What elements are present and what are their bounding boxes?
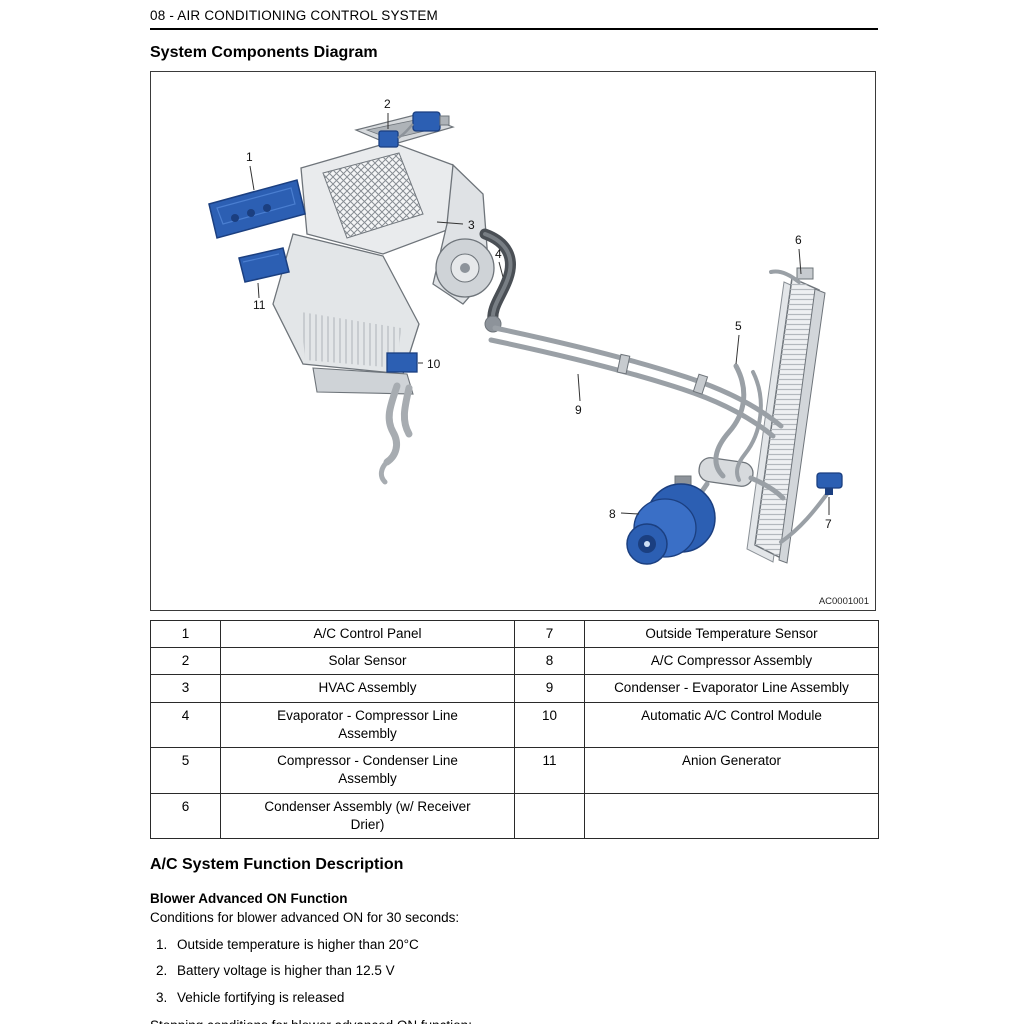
stopping-conditions-intro: Stopping conditions for blower advanced …	[150, 1016, 878, 1024]
table-row: 5 Compressor - Condenser Line Assembly 1…	[150, 747, 879, 794]
component-name: Anion Generator	[584, 747, 879, 794]
list-item: 2. Battery voltage is higher than 12.5 V	[150, 961, 878, 981]
callout-5: 5	[735, 319, 742, 333]
table-row: 3 HVAC Assembly 9 Condenser - Evaporator…	[150, 674, 879, 703]
component-number: 11	[514, 747, 585, 794]
list-item-text: Battery voltage is higher than 12.5 V	[177, 963, 395, 979]
callout-11: 11	[253, 298, 266, 312]
callout-2: 2	[384, 97, 391, 111]
component-number: 6	[150, 792, 221, 839]
list-item: 3. Vehicle fortifying is released	[150, 988, 878, 1008]
component-number: 8	[514, 647, 585, 676]
conditions-list: 1. Outside temperature is higher than 20…	[150, 935, 878, 1008]
diagram-illustration: 1 2 3 4 5 6 7 8 9	[208, 97, 869, 607]
system-components-diagram: 1 2 3 4 5 6 7 8 9	[150, 71, 876, 611]
component-number: 5	[150, 747, 221, 794]
callout-3: 3	[468, 218, 475, 232]
component-name: Evaporator - Compressor Line Assembly	[220, 701, 515, 749]
list-item-text: Vehicle fortifying is released	[177, 989, 345, 1005]
list-item-number: 2.	[156, 963, 168, 979]
component-name: Compressor - Condenser Line Assembly	[220, 747, 515, 794]
callout-6: 6	[795, 233, 802, 247]
list-item-number: 1.	[156, 936, 168, 952]
figure-code: AC0001001	[819, 596, 869, 607]
solar-sensor-illustration	[378, 111, 450, 148]
ac-compressor-illustration	[626, 475, 716, 565]
hvac-assembly-illustration	[272, 113, 495, 485]
callout-4: 4	[495, 247, 502, 261]
component-name: Solar Sensor	[220, 647, 515, 676]
component-number: 10	[514, 701, 585, 749]
callout-10: 10	[427, 357, 441, 371]
component-number: 1	[150, 619, 221, 649]
chapter-header: 08 - AIR CONDITIONING CONTROL SYSTEM	[150, 8, 878, 30]
component-name: A/C Control Panel	[220, 619, 515, 649]
ac-control-panel-illustration	[208, 179, 306, 239]
table-row: 2 Solar Sensor 8 A/C Compressor Assembly	[150, 647, 879, 676]
components-table: 1 A/C Control Panel 7 Outside Temperatur…	[150, 619, 879, 839]
list-item-text: Outside temperature is higher than 20°C	[177, 936, 419, 952]
list-item: 1. Outside temperature is higher than 20…	[150, 935, 878, 955]
component-name: Outside Temperature Sensor	[584, 619, 879, 649]
table-row: 1 A/C Control Panel 7 Outside Temperatur…	[150, 619, 879, 649]
page-content: 08 - AIR CONDITIONING CONTROL SYSTEM Sys…	[150, 0, 879, 1024]
ac-control-module-illustration	[386, 352, 418, 373]
section-title: System Components Diagram	[150, 44, 378, 61]
callout-7: 7	[825, 517, 832, 531]
refrigerant-lines-illustration	[479, 228, 829, 544]
component-number: 3	[150, 674, 221, 703]
component-name: Automatic A/C Control Module	[584, 701, 879, 749]
component-number: 9	[514, 674, 585, 703]
diagram-callouts: 1 2 3 4 5 6 7 8 9	[246, 97, 832, 531]
component-name: Condenser - Evaporator Line Assembly	[584, 674, 879, 703]
table-row: 4 Evaporator - Compressor Line Assembly …	[150, 701, 879, 749]
function-description-heading: A/C System Function Description	[150, 855, 404, 873]
callout-8: 8	[609, 507, 616, 521]
component-number: 2	[150, 647, 221, 676]
component-number: 7	[514, 619, 585, 649]
callout-9: 9	[575, 403, 582, 417]
list-item-number: 3.	[156, 989, 168, 1005]
component-name: Condenser Assembly (w/ Receiver Drier)	[220, 792, 515, 839]
component-number: 4	[150, 701, 221, 749]
conditions-intro: Conditions for blower advanced ON for 30…	[150, 909, 460, 925]
component-name: A/C Compressor Assembly	[584, 647, 879, 676]
component-name: HVAC Assembly	[220, 674, 515, 703]
outside-temp-sensor-illustration	[816, 472, 843, 495]
table-row: 6 Condenser Assembly (w/ Receiver Drier)	[150, 792, 879, 839]
callout-1: 1	[246, 150, 253, 164]
anion-generator-illustration	[238, 247, 290, 283]
component-name	[584, 792, 879, 839]
blower-function-subheading: Blower Advanced ON Function	[150, 890, 348, 906]
component-number	[514, 792, 585, 839]
